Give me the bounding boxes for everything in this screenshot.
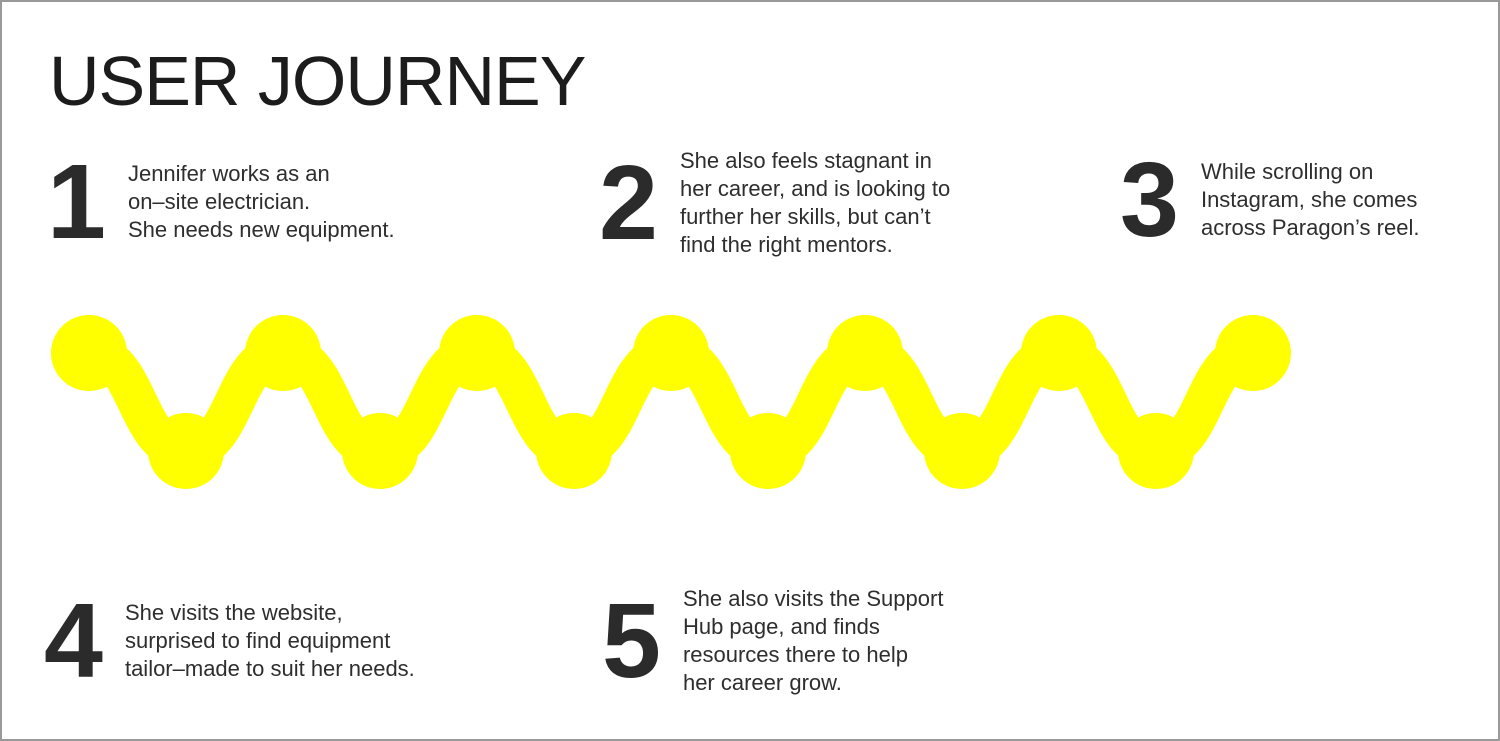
step-3-number: 3	[1120, 141, 1179, 259]
text-line: She needs new equipment.	[127, 217, 395, 242]
step-1: 1 Jennifer works as an on–site electrici…	[47, 143, 395, 261]
text-line: find the right mentors.	[679, 232, 893, 257]
step-3: 3 While scrolling on Instagram, she come…	[1120, 141, 1420, 259]
text-line: her career grow.	[682, 670, 842, 695]
text-line: on–site electrician.	[127, 189, 311, 214]
step-2: 2 She also feels stagnant in her career,…	[599, 147, 950, 259]
step-2-number: 2	[599, 144, 658, 262]
text-line: tailor–made to suit her needs.	[124, 656, 415, 681]
text-line: She visits the website,	[124, 600, 343, 625]
journey-wave-squiggle	[51, 315, 1291, 489]
step-5-text: She also visits the Support Hub page, an…	[683, 585, 943, 697]
text-line: her career, and is looking to	[679, 176, 951, 201]
step-4: 4 She visits the website, surprised to f…	[44, 582, 415, 700]
page-title: USER JOURNEY	[49, 42, 586, 120]
text-line: resources there to help	[682, 642, 908, 667]
text-line: surprised to find equipment	[124, 628, 391, 653]
text-line: While scrolling on	[1200, 159, 1374, 184]
step-1-text: Jennifer works as an on–site electrician…	[128, 160, 395, 244]
step-3-text: While scrolling on Instagram, she comes …	[1201, 158, 1420, 242]
text-line: Instagram, she comes	[1200, 187, 1418, 212]
step-5-number: 5	[602, 582, 661, 700]
text-line: further her skills, but can’t	[679, 204, 931, 229]
step-5: 5 She also visits the Support Hub page, …	[602, 585, 943, 697]
step-4-number: 4	[44, 582, 103, 700]
text-line: Jennifer works as an	[127, 161, 330, 186]
step-4-text: She visits the website, surprised to fin…	[125, 599, 415, 683]
step-1-number: 1	[47, 143, 106, 261]
step-2-text: She also feels stagnant in her career, a…	[680, 147, 950, 259]
text-line: across Paragon’s reel.	[1200, 215, 1420, 240]
text-line: She also visits the Support	[682, 586, 944, 611]
text-line: She also feels stagnant in	[679, 148, 932, 173]
text-line: Hub page, and finds	[682, 614, 880, 639]
